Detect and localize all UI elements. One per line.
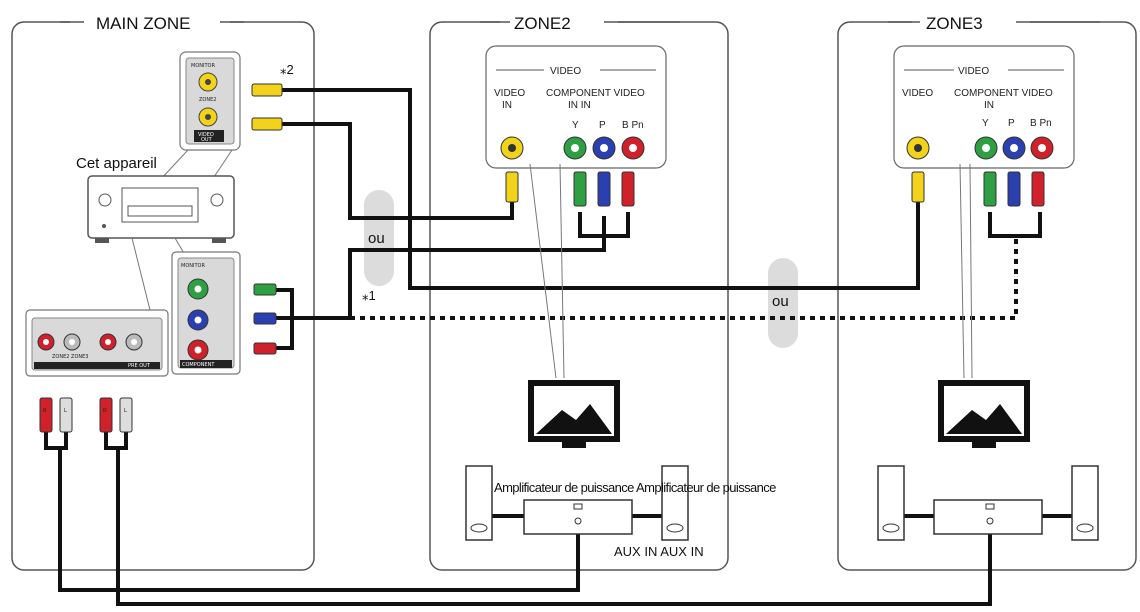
rl-label: R <box>103 408 107 414</box>
cable-audio-zone3 <box>104 428 992 606</box>
zone2-power-amp <box>523 499 633 535</box>
monitor-out-title: MONITOR <box>181 263 205 269</box>
main-zone-title: MAIN ZONE <box>96 14 190 33</box>
zone2-input-panel <box>485 45 667 169</box>
video-plugs-device <box>251 83 283 131</box>
component-label: COMPONENT <box>182 362 215 368</box>
zone3-speaker-left <box>877 465 905 541</box>
video-out-sub: OUT <box>201 137 213 143</box>
zone3-power-amp <box>933 499 1043 535</box>
audio-plugs <box>39 397 133 433</box>
video-out-title: VIDEO <box>198 132 214 138</box>
or-label-right: ou <box>772 293 789 310</box>
cable-video-zone3 <box>280 88 920 290</box>
video-out-mid-label: ZONE2 <box>199 97 216 103</box>
footnote-2: ⁎2 <box>280 62 294 77</box>
zone2-speaker-right <box>661 465 689 541</box>
zone3-panel-header: VIDEO <box>958 66 989 77</box>
video-out-top-label: MONITOR <box>191 63 215 69</box>
aux-label: AUX IN AUX IN <box>614 544 704 559</box>
zone3-pr: B Pn <box>1030 118 1052 129</box>
zone3-video-in-label: VIDEO <box>902 88 933 99</box>
or-label-left: ou <box>368 230 385 247</box>
zone3-pb: P <box>1008 118 1015 129</box>
zone2-pb: P <box>599 120 606 131</box>
zone2-panel-header: VIDEO <box>550 66 581 77</box>
zone3-speaker-right <box>1071 465 1099 541</box>
zone2-tv-icon <box>528 380 620 448</box>
zone3-input-panel <box>893 45 1075 169</box>
cable-audio-zone2 <box>44 428 580 592</box>
zone3-y: Y <box>982 118 989 129</box>
main-zone-frame <box>11 21 315 571</box>
pre-out-label: PRE OUT <box>128 363 151 369</box>
amp-label: Amplificateur de puissance Amplificateur… <box>494 480 776 495</box>
rl-label: R <box>43 408 47 414</box>
rl-label: L <box>64 408 67 414</box>
zone2-speaker-left <box>465 465 493 541</box>
receiver-knob-left <box>98 193 112 207</box>
cable-video-zone2 <box>280 122 514 220</box>
footnote-1: ⁎1 <box>362 288 376 303</box>
component-plugs-device <box>253 283 277 355</box>
rl-label: L <box>124 408 127 414</box>
zone3-title: ZONE3 <box>926 14 983 33</box>
zone2-pr: B Pn <box>622 120 644 131</box>
zone2-y: Y <box>572 120 579 131</box>
zone3-tv-icon <box>938 380 1030 448</box>
or-bubble-right <box>768 258 798 348</box>
cable-component-zone3-dotted <box>350 236 1018 320</box>
device-label: Cet appareil <box>76 155 157 172</box>
receiver-knob-right <box>210 193 224 207</box>
pre-out-sub: ZONE2 ZONE3 <box>52 354 88 360</box>
or-bubble-left <box>364 190 394 286</box>
zone2-title: ZONE2 <box>514 14 571 33</box>
